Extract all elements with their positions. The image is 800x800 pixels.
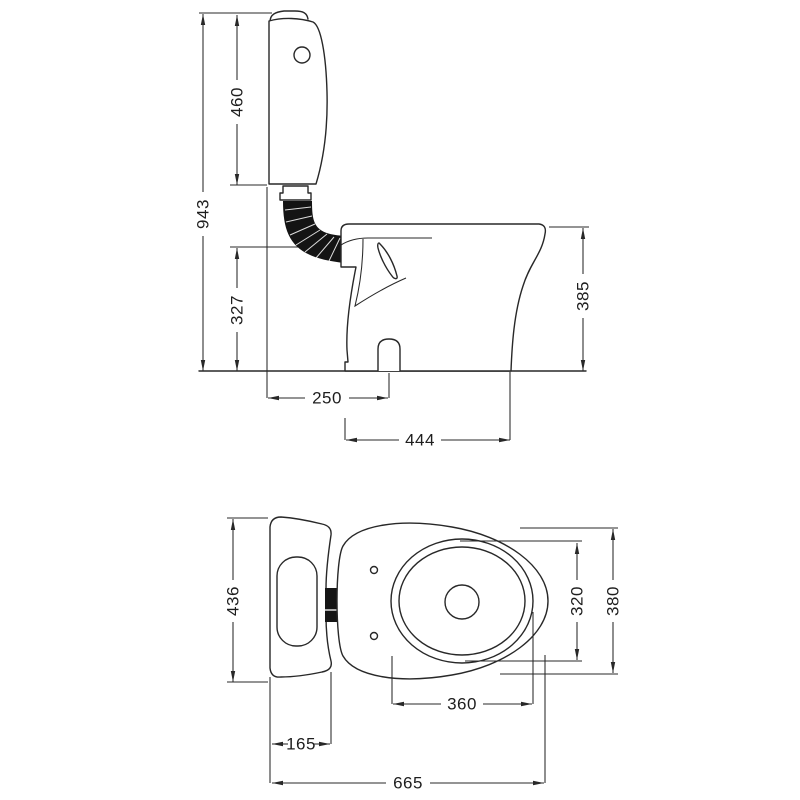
dim-pan-height: 385 bbox=[574, 228, 593, 371]
dim-pan-width-label: 380 bbox=[604, 586, 623, 616]
flush-pipe-fitting bbox=[279, 185, 312, 201]
dim-cistern-depth-label: 165 bbox=[286, 735, 316, 754]
dim-overall-depth: 665 bbox=[272, 774, 544, 793]
dim-overall-depth-label: 665 bbox=[393, 774, 423, 793]
flex-hose-ribs bbox=[284, 206, 341, 262]
dim-cistern-height: 460 bbox=[228, 15, 247, 185]
dim-cistern-depth: 165 bbox=[272, 735, 330, 754]
dim-cistern-height-label: 460 bbox=[228, 87, 247, 117]
dim-seat-opening-width-label: 320 bbox=[568, 586, 587, 616]
dim-pan-height-label: 385 bbox=[574, 281, 593, 311]
flush-valve-crescent bbox=[377, 242, 398, 280]
dim-overall-height: 943 bbox=[194, 14, 213, 371]
plan-extension-lines bbox=[227, 517, 618, 783]
flex-hose bbox=[283, 201, 345, 263]
dim-outlet-from-wall-label: 250 bbox=[312, 389, 342, 408]
pan-inner-contour bbox=[354, 238, 407, 308]
dim-seat-opening-length-label: 360 bbox=[447, 695, 477, 714]
plan-cistern-lid-cutout bbox=[276, 556, 318, 647]
dim-overall-height-label: 943 bbox=[194, 199, 213, 229]
plan-pan-outline bbox=[336, 522, 549, 680]
dim-pan-projection: 444 bbox=[346, 431, 510, 450]
dim-inlet-height: 327 bbox=[228, 248, 247, 371]
cistern-lid-profile bbox=[269, 10, 309, 23]
dim-cistern-width-label: 436 bbox=[224, 586, 243, 616]
flush-button bbox=[293, 46, 311, 64]
side-extension-lines bbox=[199, 12, 589, 440]
dim-seat-opening-length: 360 bbox=[393, 695, 532, 714]
dim-seat-opening-width: 320 bbox=[568, 543, 587, 660]
hinge-hole-top bbox=[369, 565, 379, 575]
dim-outlet-from-wall: 250 bbox=[268, 389, 388, 408]
drain-hole bbox=[444, 584, 480, 620]
plan-cistern-body bbox=[269, 516, 332, 678]
pan-seat-line bbox=[340, 237, 432, 246]
seat-ring-inner bbox=[398, 546, 526, 656]
dim-pan-width: 380 bbox=[604, 529, 623, 673]
cistern-body bbox=[268, 17, 328, 185]
hinge-hole-bottom bbox=[369, 631, 379, 641]
dim-inlet-height-label: 327 bbox=[228, 295, 247, 325]
side-view: 943 460 327 385 250 444 bbox=[194, 10, 593, 450]
pan-body bbox=[340, 223, 547, 372]
dim-pan-projection-label: 444 bbox=[405, 431, 435, 450]
trap-outlet-dome bbox=[377, 338, 401, 371]
dim-cistern-width: 436 bbox=[224, 519, 243, 682]
plan-view: 436 165 665 360 320 380 bbox=[224, 516, 623, 793]
seat-ring-outer bbox=[390, 538, 534, 664]
